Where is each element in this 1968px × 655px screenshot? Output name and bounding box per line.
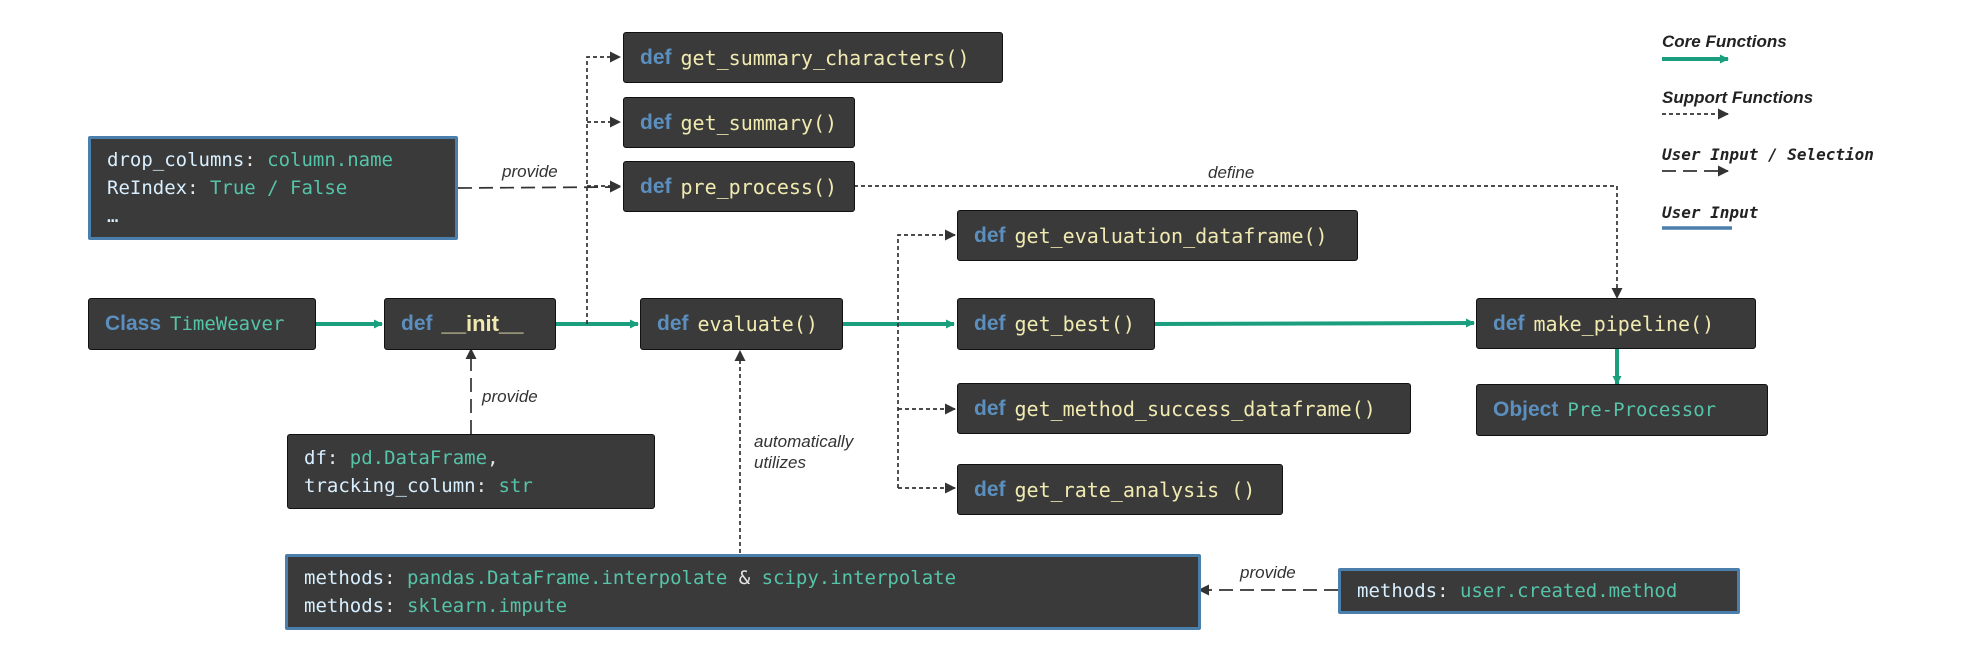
scipy-interpolate: scipy.interpolate xyxy=(761,567,957,589)
def-keyword: def xyxy=(640,110,672,134)
reindex-key: ReIndex xyxy=(107,177,188,199)
function-name: make_pipeline() xyxy=(1533,311,1715,336)
function-name: get_method_success_dataframe() xyxy=(1014,396,1376,421)
df-key: df xyxy=(304,446,327,469)
function-name: __init__ xyxy=(441,311,524,336)
function-name: pre_process() xyxy=(680,174,838,199)
sklearn-impute: sklearn.impute xyxy=(406,595,568,617)
pandas-interpolate: pandas.DataFrame.interpolate xyxy=(406,567,728,589)
def-keyword: def xyxy=(640,174,672,198)
function-name: get_summary() xyxy=(680,110,838,135)
def-keyword: def xyxy=(974,396,1006,420)
box-get-method-success-dataframe[interactable]: def get_method_success_dataframe() xyxy=(957,383,1411,434)
edge-best-to-pipeline xyxy=(1152,318,1475,328)
legend-user-input-label: User Input xyxy=(1662,203,1759,222)
user-method-value: user.created.method xyxy=(1459,580,1678,602)
tracking-column-key: tracking_column xyxy=(304,474,476,497)
df-value: pd.DataFrame xyxy=(349,446,488,469)
def-keyword: def xyxy=(1493,311,1525,335)
def-keyword: def xyxy=(974,312,1006,335)
class-keyword: Class xyxy=(105,312,162,335)
def-keyword: def xyxy=(640,45,672,69)
methods-key-1: methods xyxy=(304,567,385,589)
ellipsis: … xyxy=(107,205,119,227)
box-object-pre-processor[interactable]: Object Pre-Processor xyxy=(1476,384,1768,436)
label-provide-methods: provide xyxy=(1240,563,1296,582)
object-name: Pre-Processor xyxy=(1567,399,1717,421)
box-get-evaluation-dataframe[interactable]: def get_evaluation_dataframe() xyxy=(957,210,1358,261)
drop-columns-value: column.name xyxy=(267,149,394,171)
legend-core-label: Core Functions xyxy=(1662,32,1787,51)
def-keyword: def xyxy=(401,312,433,335)
input-methods: methods: pandas.DataFrame.interpolate & … xyxy=(285,554,1201,630)
label-utilizes: utilizes xyxy=(754,453,806,472)
def-keyword: def xyxy=(974,223,1006,247)
function-name: get_best() xyxy=(1014,312,1135,336)
box-get-summary[interactable]: def get_summary() xyxy=(623,97,855,148)
input-user-method: methods: user.created.method xyxy=(1338,568,1740,614)
edge-init-to-support-branch xyxy=(586,51,621,324)
reindex-value: True / False xyxy=(209,177,348,199)
def-keyword: def xyxy=(657,312,689,335)
drop-columns-key: drop_columns xyxy=(107,149,245,171)
def-keyword: def xyxy=(974,477,1006,501)
edge-drop-to-preprocess xyxy=(457,181,621,193)
user-method-key: methods xyxy=(1357,580,1438,602)
box-make-pipeline[interactable]: def make_pipeline() xyxy=(1476,298,1756,349)
box-evaluate[interactable]: def evaluate() xyxy=(640,298,843,350)
box-get-best[interactable]: def get_best() xyxy=(957,298,1155,350)
methods-key-2: methods xyxy=(304,595,385,617)
legend-support-label: Support Functions xyxy=(1662,88,1814,107)
box-class-timeweaver[interactable]: Class TimeWeaver xyxy=(88,298,316,350)
class-name: TimeWeaver xyxy=(170,313,285,335)
function-name: get_summary_characters() xyxy=(680,45,970,70)
label-define: define xyxy=(1208,163,1255,182)
edge-evaluate-support-branch xyxy=(897,229,956,488)
box-init[interactable]: def __init__ xyxy=(384,298,556,350)
input-dataframe: df: pd.DataFrame, tracking_column: str xyxy=(287,434,655,509)
legend-selection-label: User Input / Selection xyxy=(1662,145,1874,164)
label-provide-preprocess: provide xyxy=(502,162,558,181)
object-keyword: Object xyxy=(1493,398,1559,421)
label-provide-init: provide xyxy=(482,387,538,406)
function-name: evaluate() xyxy=(697,312,818,336)
box-get-rate-analysis[interactable]: def get_rate_analysis () xyxy=(957,464,1283,515)
edge-preprocess-define-pipeline xyxy=(854,185,1623,299)
input-drop-columns: drop_columns: column.name ReIndex: True … xyxy=(88,136,458,240)
box-pre-process[interactable]: def pre_process() xyxy=(623,161,855,212)
label-automatically: automatically xyxy=(754,432,854,451)
box-get-summary-characters[interactable]: def get_summary_characters() xyxy=(623,32,1003,83)
tracking-column-value: str xyxy=(498,474,533,497)
function-name: get_rate_analysis () xyxy=(1014,477,1256,502)
function-name: get_evaluation_dataframe() xyxy=(1014,223,1328,248)
